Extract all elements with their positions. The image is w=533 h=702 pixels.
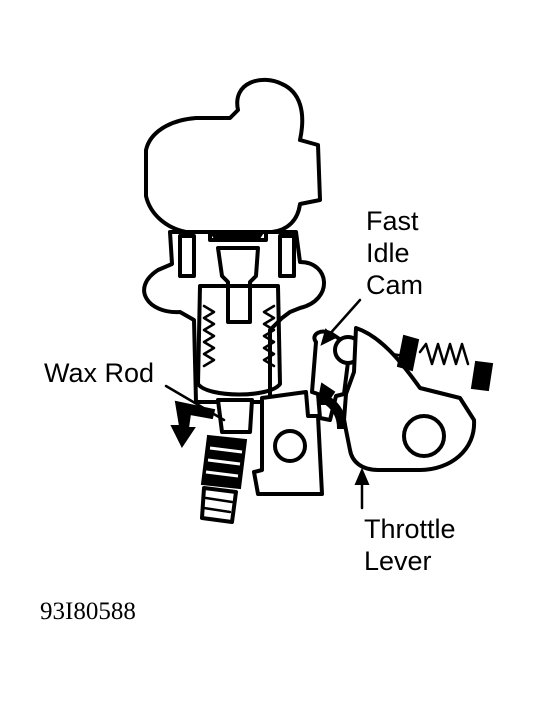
housing-outline (144, 77, 322, 234)
wax-rod-shaft (216, 398, 254, 434)
label-idle: Idle (366, 238, 410, 268)
throttle-lever-hole (402, 414, 446, 458)
side-tab-right (278, 234, 296, 278)
screw-thread-highlights (205, 446, 243, 478)
leader-fast-idle-cam (326, 298, 362, 338)
side-tab-left (178, 234, 196, 278)
label-lever: Lever (364, 546, 432, 576)
throttle-screw-threads (418, 342, 470, 366)
label-fast: Fast (366, 206, 419, 236)
leader-fast-idle-cam-arrowhead (320, 328, 336, 346)
label-wax-rod: Wax Rod (44, 358, 155, 388)
label-cam: Cam (366, 270, 424, 300)
screw-tip-threads (202, 496, 234, 514)
throttle-screw-nut (470, 360, 494, 392)
curved-arrow (316, 382, 348, 429)
plunger (216, 246, 260, 324)
body-lower-outline (142, 230, 326, 404)
spring-chamber (196, 284, 282, 397)
throttle-screw-shaft (390, 352, 406, 358)
figure-code: 93I80588 (40, 598, 136, 625)
cap-hatch (210, 233, 264, 241)
screw-tip (200, 486, 238, 524)
bracket-hole (273, 429, 307, 463)
throttle-screw-head (396, 334, 420, 372)
spring-coils (202, 304, 276, 368)
leader-wax-rod (164, 384, 226, 422)
label-throttle: Throttle (364, 514, 456, 544)
leader-throttle-lever-arrowhead (354, 467, 370, 485)
